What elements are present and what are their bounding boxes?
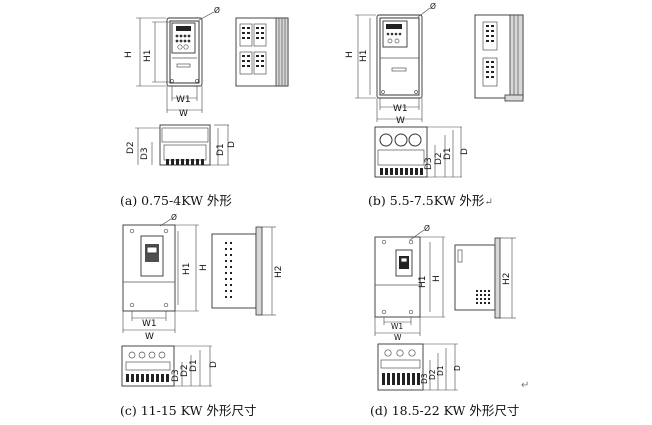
h1-label: H1 bbox=[182, 263, 192, 276]
panel-d-side-view: H2 bbox=[454, 237, 516, 319]
h1-label: H1 bbox=[143, 50, 153, 63]
caption-a: (a) 0.75-4KW 外形 bbox=[120, 193, 232, 208]
d2-label: D2 bbox=[434, 152, 444, 165]
d-label: D bbox=[460, 148, 470, 155]
w1-label: W1 bbox=[391, 322, 403, 331]
caption-b: (b) 5.5-7.5KW 外形↵ bbox=[368, 190, 493, 209]
h1-label: H1 bbox=[418, 276, 428, 289]
panel-a: Ø H H1 W1 W bbox=[124, 6, 289, 166]
panel-d: Ø H1 H W1 W bbox=[374, 224, 516, 391]
d1-label: D1 bbox=[216, 143, 226, 156]
panel-b-front-view: Ø H H1 W1 W bbox=[345, 2, 436, 126]
h-label: H bbox=[124, 51, 134, 58]
h-label: H bbox=[432, 275, 442, 282]
w1-label: W1 bbox=[142, 319, 157, 329]
w1-label: W1 bbox=[176, 95, 191, 105]
panel-d-front-view: Ø H1 H W1 W bbox=[374, 224, 445, 342]
phi-label: Ø bbox=[424, 224, 430, 233]
w-label: W bbox=[396, 116, 405, 126]
w-label: W bbox=[394, 333, 402, 342]
h2-label: H2 bbox=[274, 266, 284, 279]
d1-label: D1 bbox=[436, 365, 445, 376]
d2-label: D2 bbox=[180, 364, 190, 377]
d3-label: D3 bbox=[171, 369, 181, 382]
h2-label: H2 bbox=[502, 273, 512, 286]
d3-label: D3 bbox=[140, 147, 150, 160]
panel-b-side-view bbox=[474, 14, 524, 102]
phi-label: Ø bbox=[171, 213, 177, 222]
return-mark: ↵ bbox=[521, 380, 530, 391]
caption-d: (d) 18.5-22 KW 外形尺寸 bbox=[370, 403, 520, 418]
h-label: H bbox=[199, 264, 209, 271]
d3-label: D3 bbox=[420, 373, 429, 384]
phi-label: Ø bbox=[214, 6, 220, 15]
panel-a-side-view bbox=[235, 17, 289, 87]
d2-label: D2 bbox=[428, 369, 437, 380]
h-label: H bbox=[345, 51, 355, 58]
phi-label: Ø bbox=[430, 2, 436, 11]
panel-c-bottom-view: D3 D2 D1 D bbox=[121, 345, 219, 387]
panel-d-bottom-view: D3 D2 D1 D bbox=[377, 343, 462, 391]
d-label: D bbox=[453, 365, 462, 371]
w1-label: W1 bbox=[393, 104, 408, 114]
caption-c: (c) 11-15 KW 外形尺寸 bbox=[120, 403, 257, 418]
panel-a-bottom-view: D2 D3 D1 D bbox=[126, 124, 237, 166]
d1-label: D1 bbox=[189, 359, 199, 372]
panel-b-bottom-view: D3 D2 D1 D bbox=[374, 126, 470, 178]
panel-c-front-view: Ø H1 H W1 W bbox=[122, 213, 209, 342]
d-label: D bbox=[209, 361, 219, 368]
panel-b: Ø H H1 W1 W bbox=[345, 2, 524, 178]
d2-label: D2 bbox=[126, 141, 136, 154]
panel-c-side-view: H2 bbox=[211, 226, 284, 316]
d1-label: D1 bbox=[443, 147, 453, 160]
caption-b-text: (b) 5.5-7.5KW 外形 bbox=[368, 193, 485, 208]
d3-label: D3 bbox=[424, 157, 434, 170]
return-mark: ↵ bbox=[484, 197, 493, 208]
panel-a-front-view: Ø H H1 W1 W bbox=[124, 6, 220, 119]
panel-c: Ø H1 H W1 W bbox=[121, 213, 284, 387]
w-label: W bbox=[145, 332, 154, 342]
h1-label: H1 bbox=[359, 50, 369, 63]
w-label: W bbox=[179, 109, 188, 119]
d-label: D bbox=[227, 141, 237, 148]
